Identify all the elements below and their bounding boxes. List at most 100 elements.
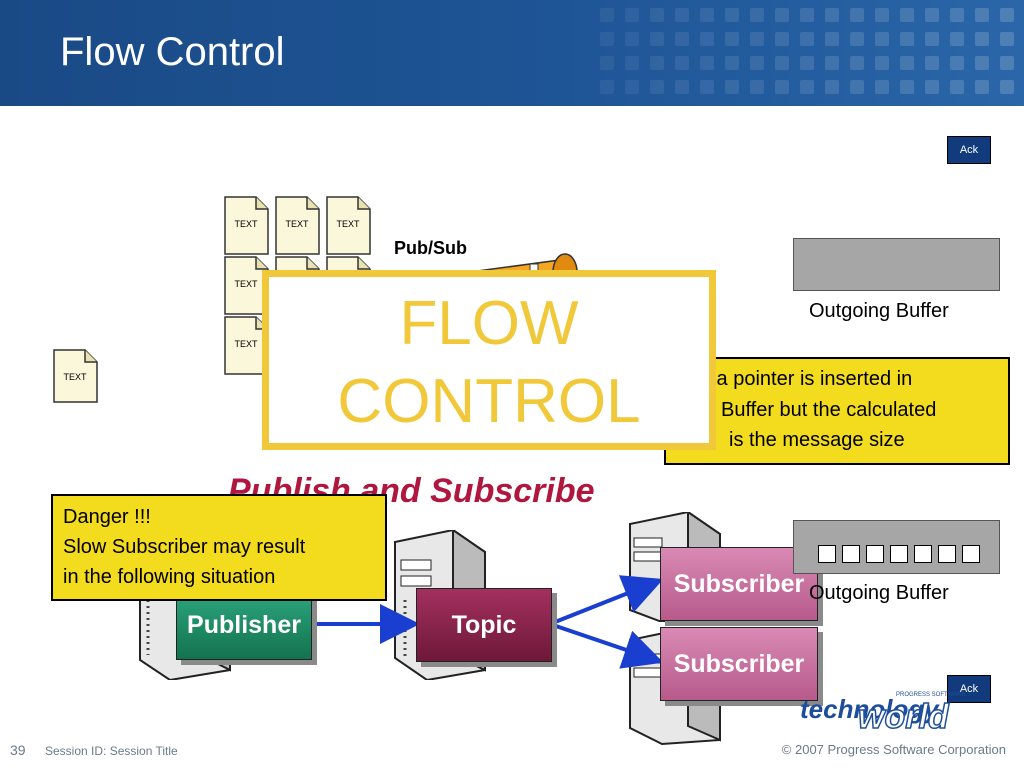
header-square bbox=[925, 56, 939, 70]
header-square bbox=[675, 80, 689, 94]
pointer-note: y a pointer is inserted in Buffer but th… bbox=[664, 357, 1010, 465]
danger-note-line: in the following situation bbox=[63, 566, 276, 588]
header-square bbox=[650, 56, 664, 70]
header-square bbox=[775, 32, 789, 46]
header-square bbox=[875, 80, 889, 94]
subscriber-node-2: Subscriber bbox=[660, 627, 818, 701]
header-square bbox=[850, 8, 864, 22]
header-square bbox=[750, 32, 764, 46]
header-square bbox=[875, 56, 889, 70]
danger-note: Danger !!! Slow Subscriber may result in… bbox=[51, 494, 387, 601]
header-square bbox=[650, 32, 664, 46]
pointer-note-line: Buffer but the calculated bbox=[721, 399, 937, 421]
pubsub-label: Pub/Sub bbox=[394, 238, 467, 258]
logo-tagline: PROGRESS SOFTWARE bbox=[896, 692, 966, 698]
header-square bbox=[700, 32, 714, 46]
danger-note-line: Slow Subscriber may result bbox=[63, 536, 306, 558]
header-square bbox=[950, 56, 964, 70]
buffer-slot bbox=[842, 545, 860, 563]
header-square bbox=[750, 56, 764, 70]
header-square bbox=[725, 8, 739, 22]
header-square bbox=[625, 56, 639, 70]
publisher-node: Publisher bbox=[176, 594, 312, 660]
header-square bbox=[600, 32, 614, 46]
header-square bbox=[1000, 8, 1014, 22]
header-square bbox=[925, 32, 939, 46]
header-square bbox=[650, 80, 664, 94]
header-square bbox=[1000, 80, 1014, 94]
header-square bbox=[900, 80, 914, 94]
flow-control-line: CONTROL bbox=[337, 367, 641, 436]
header-square bbox=[700, 80, 714, 94]
header-square bbox=[875, 32, 889, 46]
header-square bbox=[775, 56, 789, 70]
buffer-slot bbox=[866, 545, 884, 563]
header-square bbox=[750, 8, 764, 22]
header-square bbox=[850, 56, 864, 70]
header-square bbox=[775, 8, 789, 22]
header-square bbox=[975, 80, 989, 94]
slide-header: Flow Control bbox=[0, 0, 1024, 106]
header-square bbox=[800, 80, 814, 94]
topic-node: Topic bbox=[416, 588, 552, 662]
header-square bbox=[1000, 56, 1014, 70]
buffer-slot bbox=[890, 545, 908, 563]
header-square bbox=[825, 56, 839, 70]
header-square bbox=[950, 80, 964, 94]
header-square bbox=[850, 32, 864, 46]
buffer-slot bbox=[938, 545, 956, 563]
buffer-slot bbox=[818, 545, 836, 563]
document-label: TEXT bbox=[234, 279, 258, 289]
page-number: 39 bbox=[10, 742, 26, 758]
header-square bbox=[800, 8, 814, 22]
header-square bbox=[975, 8, 989, 22]
flow-arrows bbox=[308, 575, 664, 669]
document-icon: TEXT bbox=[224, 196, 269, 255]
header-square bbox=[825, 8, 839, 22]
document-label: TEXT bbox=[336, 219, 360, 229]
pointer-note-line: y a pointer is inserted in bbox=[701, 368, 913, 390]
header-square bbox=[775, 80, 789, 94]
flow-control-line: FLOW bbox=[399, 289, 579, 358]
document-icon: TEXT bbox=[275, 196, 320, 255]
technology-world-logo: PROGRESS SOFTWARE technology world bbox=[800, 692, 980, 737]
header-square bbox=[975, 32, 989, 46]
header-square bbox=[850, 80, 864, 94]
header-square bbox=[725, 56, 739, 70]
outgoing-buffer-top bbox=[793, 238, 1000, 291]
header-square bbox=[825, 80, 839, 94]
document-label: TEXT bbox=[63, 372, 87, 382]
topic-subscriber-arrow bbox=[549, 575, 664, 626]
header-square bbox=[875, 8, 889, 22]
header-square bbox=[700, 56, 714, 70]
header-square bbox=[925, 8, 939, 22]
subscriber-node-1: Subscriber bbox=[660, 547, 818, 621]
ack-badge-bottom: Ack bbox=[947, 675, 991, 703]
header-square bbox=[925, 80, 939, 94]
header-square bbox=[600, 80, 614, 94]
header-square bbox=[1000, 32, 1014, 46]
logo-word: technology bbox=[800, 694, 939, 724]
buffer-slot bbox=[914, 545, 932, 563]
document-icon: TEXT bbox=[326, 196, 371, 255]
outgoing-buffer-bottom bbox=[793, 520, 1000, 574]
flow-control-overlay: FLOW CONTROL bbox=[262, 270, 716, 450]
danger-note-line: Danger !!! bbox=[63, 506, 151, 528]
header-square bbox=[800, 32, 814, 46]
header-square bbox=[625, 32, 639, 46]
topic-subscriber-arrow bbox=[549, 622, 664, 669]
header-square bbox=[600, 56, 614, 70]
ack-badge-top: Ack bbox=[947, 136, 991, 164]
header-square bbox=[675, 56, 689, 70]
document-label: TEXT bbox=[285, 219, 309, 229]
session-text: Session ID: Session Title bbox=[45, 744, 178, 758]
header-square bbox=[975, 56, 989, 70]
document-label: TEXT bbox=[234, 219, 258, 229]
header-square bbox=[675, 8, 689, 22]
header-square bbox=[900, 56, 914, 70]
outgoing-buffer-label: Outgoing Buffer bbox=[809, 582, 949, 604]
header-square bbox=[900, 32, 914, 46]
buffer-slot bbox=[962, 545, 980, 563]
header-square bbox=[700, 8, 714, 22]
header-square bbox=[625, 80, 639, 94]
